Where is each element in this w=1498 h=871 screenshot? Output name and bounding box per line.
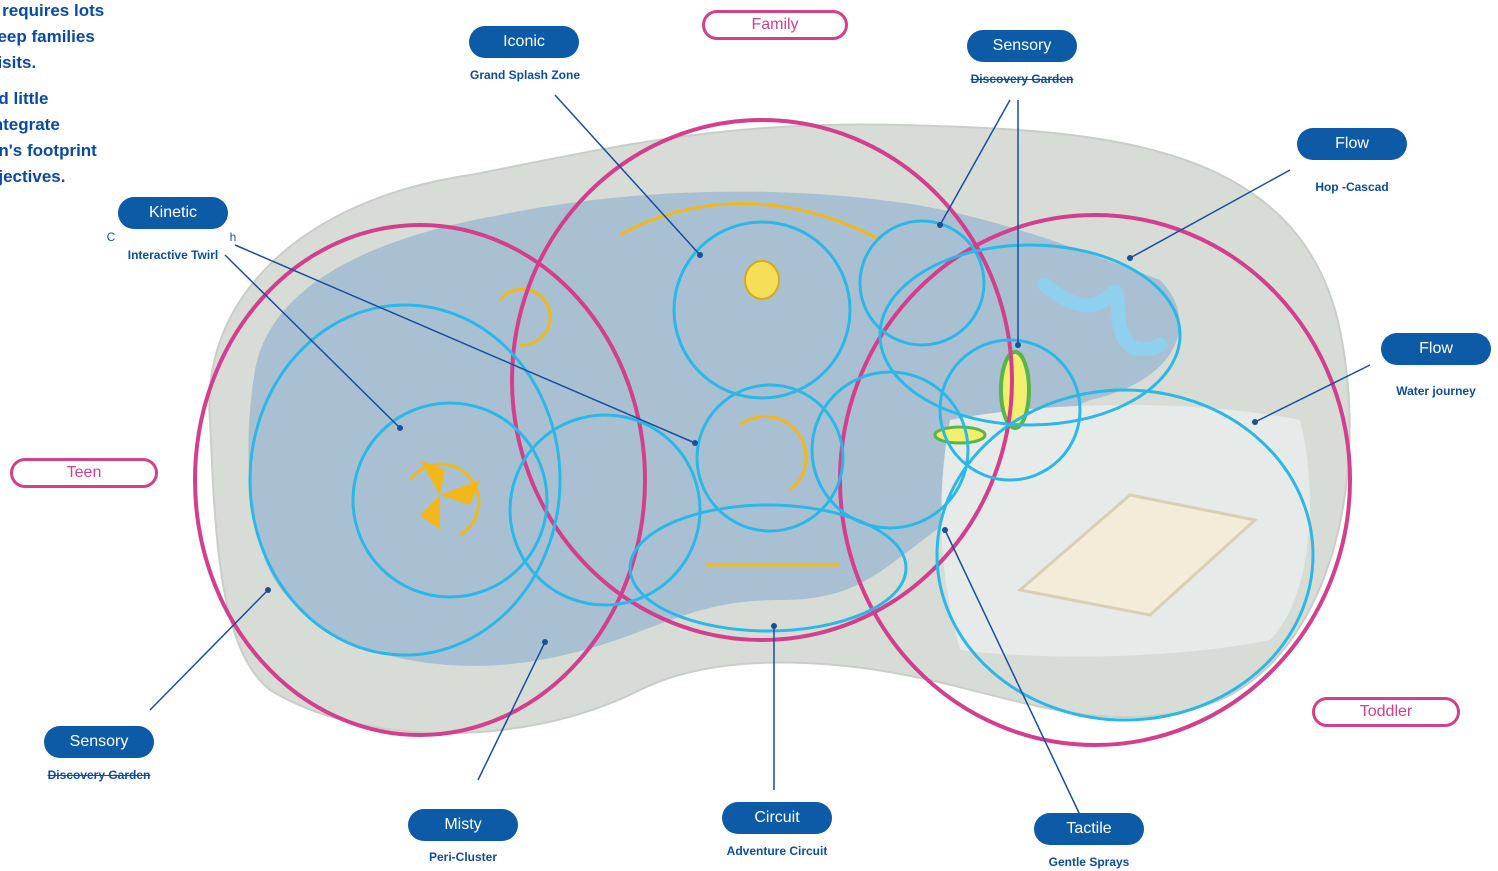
pill-misty: Misty: [408, 809, 518, 841]
kinetic-small-arrow: [498, 287, 552, 347]
pill-sensory-bottom: Sensory: [44, 726, 154, 758]
leader-dot-sensory-bottom: [265, 587, 271, 593]
teen-ring: [193, 223, 647, 737]
sub-tactile: Gentle Sprays: [1048, 855, 1130, 869]
sub-kinetic-fragment-left: C: [106, 230, 116, 244]
water-surface: [248, 191, 1180, 666]
leader-sensory-top-a: [939, 99, 1011, 226]
sensory-lens-ring: [938, 338, 1082, 482]
sub-iconic: Grand Splash Zone: [469, 68, 580, 82]
intro-paragraph-2: nd little integrate on's footprint bject…: [0, 89, 97, 186]
pill-iconic: Iconic: [469, 26, 579, 58]
leader-kinetic-b: [234, 244, 696, 444]
leader-flow-top: [1129, 169, 1291, 259]
sensory-lens: [999, 350, 1031, 430]
toddler-play-structure: [1016, 493, 1259, 617]
sub-flow-top: Hop -Cascad: [1315, 180, 1389, 194]
pill-tactile: Tactile: [1034, 813, 1144, 845]
pill-sensory-top: Sensory: [967, 30, 1077, 62]
sub-sensory-top: Discovery Garden: [970, 72, 1074, 86]
teen-twirl-feature: [420, 460, 480, 530]
sub-circuit: Adventure Circuit: [726, 844, 828, 858]
teen-rotation-arrow: [408, 462, 481, 537]
leader-dot-misty: [542, 639, 548, 645]
misty-ring: [508, 413, 702, 607]
family-ring: [510, 118, 1014, 642]
age-label-family: Family: [702, 10, 848, 40]
leader-dot-flow-top: [1127, 255, 1133, 261]
leader-tactile: [944, 529, 1081, 816]
adventure-circuit-ring: [628, 503, 908, 633]
circuit-rotation-arrow: [739, 415, 808, 492]
sub-kinetic-fragment-right: h: [229, 230, 237, 244]
leader-misty: [477, 641, 546, 781]
age-label-toddler: Toddler: [1312, 697, 1460, 727]
leader-dot-circuit: [771, 623, 777, 629]
snake-slide: [1038, 278, 1167, 357]
intro-text: y requires lots keep families visits. nd…: [0, 0, 104, 186]
leader-sensory-bottom: [149, 589, 269, 711]
age-label-teen: Teen: [10, 458, 158, 488]
leader-dot-lens: [1015, 342, 1021, 348]
sub-flow-right: Water journey: [1396, 384, 1476, 398]
water-journey-ring: [935, 388, 1315, 722]
family-centerpiece: [744, 260, 780, 300]
intro-paragraph-1: y requires lots keep families visits.: [0, 1, 105, 72]
sensory-top-ring: [858, 219, 986, 347]
pill-kinetic: Kinetic: [118, 197, 228, 229]
sub-kinetic: Interactive Twirl: [127, 248, 219, 262]
family-flow-arrow: [619, 202, 881, 242]
kinetic-ring: [351, 401, 549, 599]
leader-dot-circuit-top: [692, 440, 698, 446]
leader-dot-flow-right: [1252, 419, 1258, 425]
leader-flow-right: [1254, 364, 1371, 423]
pill-flow-right: Flow: [1381, 333, 1491, 365]
leader-iconic: [554, 94, 701, 256]
leader-dot-tactile: [942, 527, 948, 533]
sub-misty: Peri-Cluster: [428, 850, 498, 864]
leader-dot-sensory-top: [937, 222, 943, 228]
leader-dot-iconic: [697, 252, 703, 258]
leader-kinetic-a: [224, 254, 401, 429]
sub-sensory-bottom: Discovery Garden: [47, 768, 151, 782]
tactile-ring: [810, 370, 970, 530]
iconic-ring: [672, 220, 852, 400]
sensory-left-ring: [248, 303, 562, 657]
leader-dot-kinetic: [397, 425, 403, 431]
pill-circuit: Circuit: [722, 802, 832, 834]
pill-flow-top: Flow: [1297, 128, 1407, 160]
circuit-ring: [695, 383, 845, 533]
hop-cascade-ring: [878, 243, 1182, 427]
